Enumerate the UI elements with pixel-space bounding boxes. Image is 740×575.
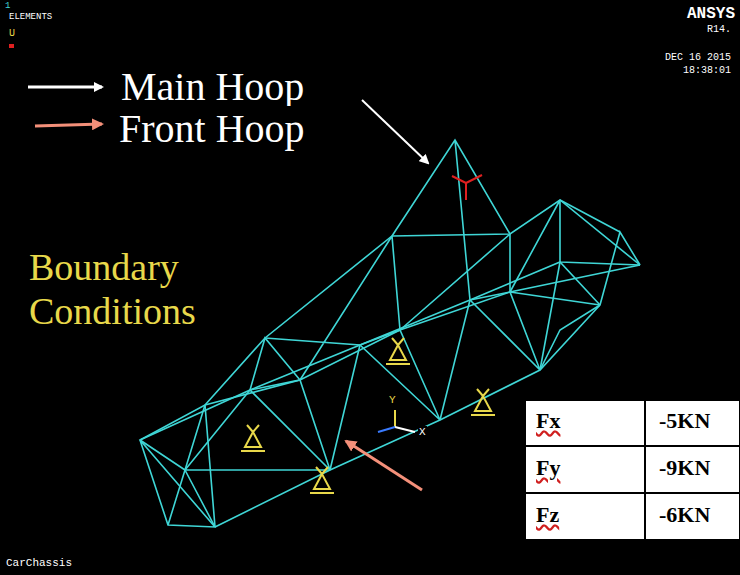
table-cell: Fy xyxy=(535,455,561,480)
legend-mark xyxy=(9,44,14,48)
heading-label: Boundary Conditions xyxy=(28,246,270,333)
axis-triad xyxy=(378,410,415,432)
legend-text: U xyxy=(8,28,16,40)
table-cell: -6KN xyxy=(658,502,711,527)
axis-label: X xyxy=(418,426,427,439)
pointer-arrow xyxy=(346,441,422,490)
callout-label: Main Hoop xyxy=(120,64,305,110)
callout-label: Front Hoop xyxy=(118,106,306,152)
table-cell: Fz xyxy=(535,502,560,527)
pointer-arrow xyxy=(35,124,102,126)
table-cell: -9KN xyxy=(658,455,711,480)
table-cell: Fx xyxy=(535,408,561,433)
support-symbol xyxy=(241,338,495,493)
pointer-arrow xyxy=(28,86,102,89)
table-cell: -5KN xyxy=(658,408,711,433)
brand-name: ANSYS xyxy=(686,5,736,23)
leader-line xyxy=(362,100,428,163)
load-table xyxy=(525,400,740,540)
axis-label: Y xyxy=(388,394,397,407)
load-symbol xyxy=(452,175,482,200)
view-number: 1 xyxy=(4,1,11,11)
model-name: CarChassis xyxy=(5,557,73,570)
date-text: DEC 16 2015 xyxy=(664,52,732,64)
version-text: R14. xyxy=(706,24,732,36)
time-text: 18:38:01 xyxy=(682,65,732,77)
plot-type: ELEMENTS xyxy=(8,12,53,22)
